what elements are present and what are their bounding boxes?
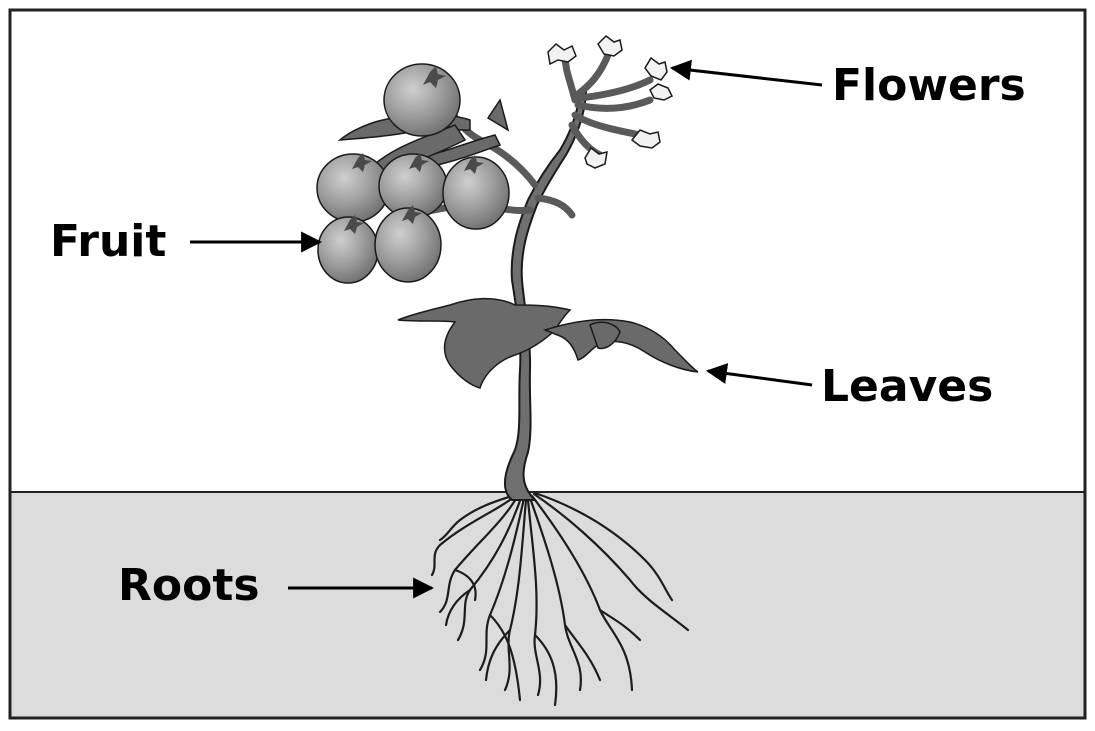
label-fruit: Fruit (50, 220, 166, 264)
label-flowers: Flowers (832, 64, 1026, 108)
fruit-tomato (375, 208, 441, 282)
label-roots: Roots (118, 564, 260, 608)
fruit-tomato (317, 154, 389, 222)
fruit-tomato (384, 64, 460, 136)
label-leaves: Leaves (821, 365, 993, 409)
